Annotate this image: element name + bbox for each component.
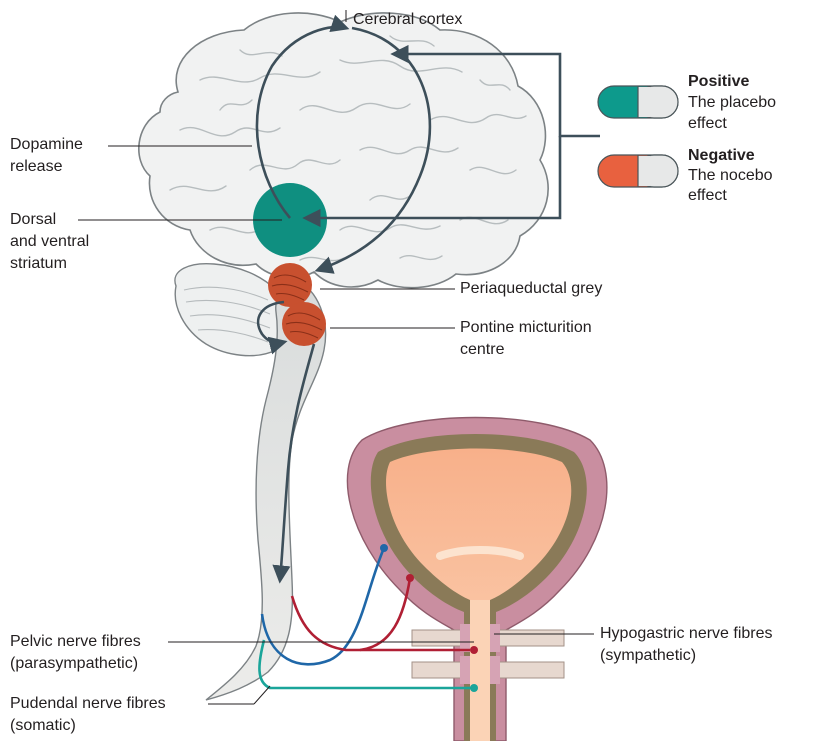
legend-positive-line2: effect [688,114,727,133]
label-pudendal-1: Pudendal nerve fibres [10,694,166,713]
label-striatum-1: Dorsal [10,210,56,229]
label-periaqueductal-grey: Periaqueductal grey [460,279,602,298]
legend-negative-line2: effect [688,186,727,205]
placebo-pill-icon [598,86,678,118]
label-cerebral-cortex: Cerebral cortex [353,10,462,29]
legend-negative-title: Negative [688,146,755,165]
label-pmc-1: Pontine micturition [460,318,592,337]
pontine-micturition-centre-node [282,302,326,346]
legend-positive-title: Positive [688,72,749,91]
hypogastric-nerve-terminal [380,544,388,552]
label-pudendal-2: (somatic) [10,716,76,735]
urethral-sphincters [412,600,564,741]
label-striatum-2: and ventral [10,232,89,251]
pudendal-nerve-terminal [470,684,478,692]
nocebo-pill-icon [598,155,678,187]
label-pelvic-2: (parasympathetic) [10,654,138,673]
legend-negative-line1: The nocebo [688,166,773,185]
label-striatum-3: striatum [10,254,67,273]
label-pelvic-1: Pelvic nerve fibres [10,632,141,651]
label-hypogastric-2: (sympathetic) [600,646,696,665]
label-pmc-2: centre [460,340,504,359]
label-dopamine-release-1: Dopamine [10,135,83,154]
label-hypogastric-1: Hypogastric nerve fibres [600,624,773,643]
label-dopamine-release-2: release [10,157,62,176]
legend-positive-line1: The placebo [688,93,776,112]
